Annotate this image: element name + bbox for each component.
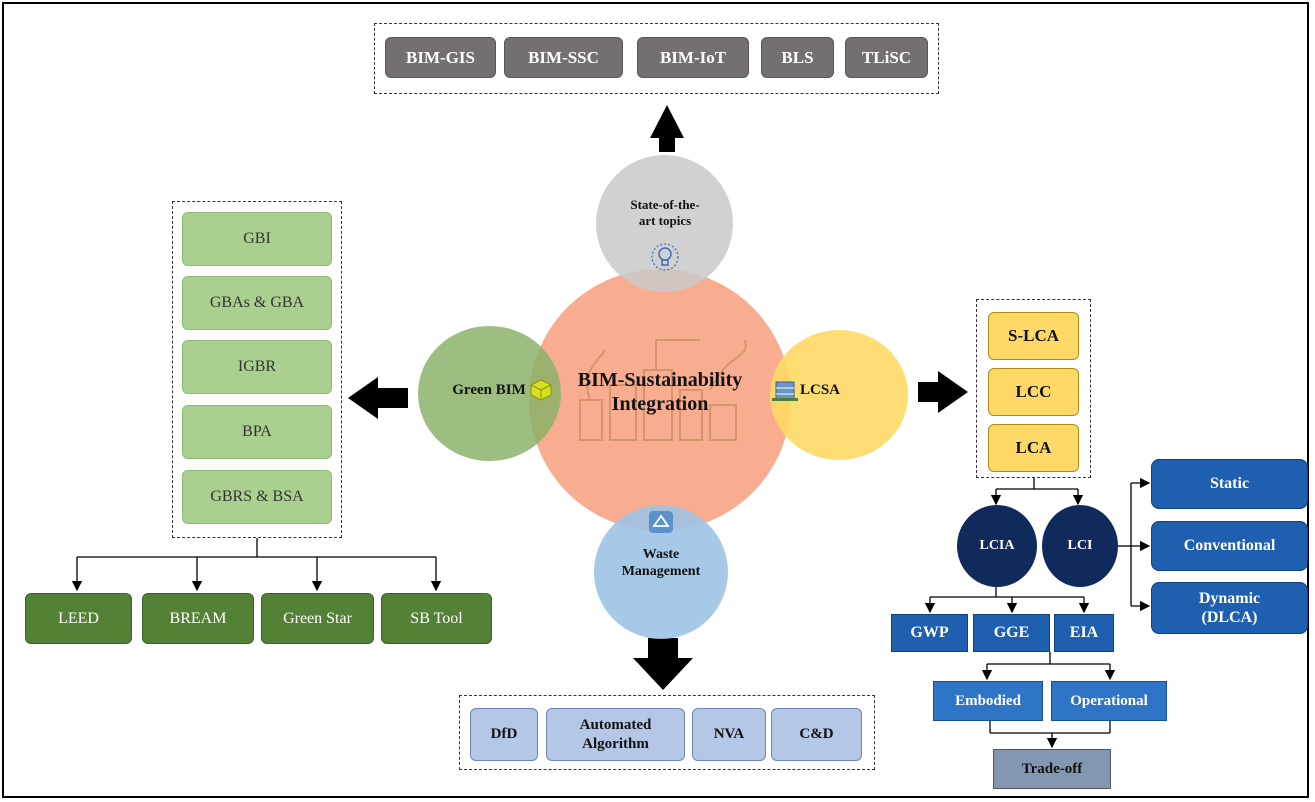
center-title-line2: Integration <box>611 393 709 415</box>
topic-bls: BLS <box>761 37 834 78</box>
top-topics-group <box>374 23 939 94</box>
green-item-igbr: IGBR <box>182 340 332 394</box>
arrow-right-icon <box>918 371 968 413</box>
impact-eia: EIA <box>1054 614 1114 652</box>
bottom-circle-label: Waste Management <box>621 547 701 579</box>
center-title: BIM-Sustainability Integration <box>560 368 760 416</box>
lcsa-item-slca: S-LCA <box>988 312 1079 360</box>
recycle-icon <box>649 511 673 533</box>
green-bim-group <box>172 201 342 538</box>
lcsa-group <box>976 299 1091 478</box>
green-item-gbrs: GBRS & BSA <box>182 470 332 524</box>
tool-leed: LEED <box>25 593 132 644</box>
tradeoff-box: Trade-off <box>993 749 1111 789</box>
lci-type-dynamic: Dynamic (DLCA) <box>1151 582 1308 634</box>
center-circle <box>529 269 791 531</box>
waste-item-dfd: DfD <box>470 708 538 761</box>
right-circle-label: LCSA <box>800 382 841 398</box>
green-item-bpa: BPA <box>182 405 332 459</box>
tool-bream: BREAM <box>142 593 254 644</box>
arrow-down-icon <box>633 638 693 690</box>
waste-item-automated-algorithm: Automated Algorithm <box>546 708 685 761</box>
energy-operational: Operational <box>1051 681 1167 721</box>
city-illustration-icon <box>579 339 747 441</box>
topic-bim-iot: BIM-IoT <box>637 37 749 78</box>
lightbulb-icon <box>651 243 679 271</box>
arrow-left-icon <box>348 377 408 419</box>
top-circle-label: State-of-the- art topics <box>630 197 700 228</box>
energy-embodied: Embodied <box>933 681 1043 721</box>
lci-type-static: Static <box>1151 459 1308 509</box>
node-lci: LCI <box>1042 505 1118 587</box>
topic-bim-gis: BIM-GIS <box>385 37 496 78</box>
waste-item-nva: NVA <box>692 708 766 761</box>
arrow-up-icon <box>650 105 684 152</box>
node-lcia: LCIA <box>957 505 1037 587</box>
tool-green-star: Green Star <box>261 593 374 644</box>
tool-sb-tool: SB Tool <box>381 593 492 644</box>
lcsa-item-lcc: LCC <box>988 368 1079 416</box>
topic-tlisc: TLiSC <box>845 37 928 78</box>
impact-gwp: GWP <box>891 614 968 652</box>
top-circle <box>596 155 733 292</box>
left-circle-label: Green BIM <box>452 382 526 398</box>
waste-group <box>459 695 875 770</box>
impact-gge: GGE <box>973 614 1050 652</box>
waste-item-cd: C&D <box>771 708 862 761</box>
green-item-gbi: GBI <box>182 212 332 266</box>
cube-icon <box>530 379 552 401</box>
topic-bim-ssc: BIM-SSC <box>504 37 623 78</box>
lci-type-conventional: Conventional <box>1151 521 1308 571</box>
center-title-line1: BIM-Sustainability <box>577 369 743 391</box>
building-icon <box>772 381 798 401</box>
green-item-gbas: GBAs & GBA <box>182 276 332 330</box>
lcsa-item-lca: LCA <box>988 424 1079 472</box>
